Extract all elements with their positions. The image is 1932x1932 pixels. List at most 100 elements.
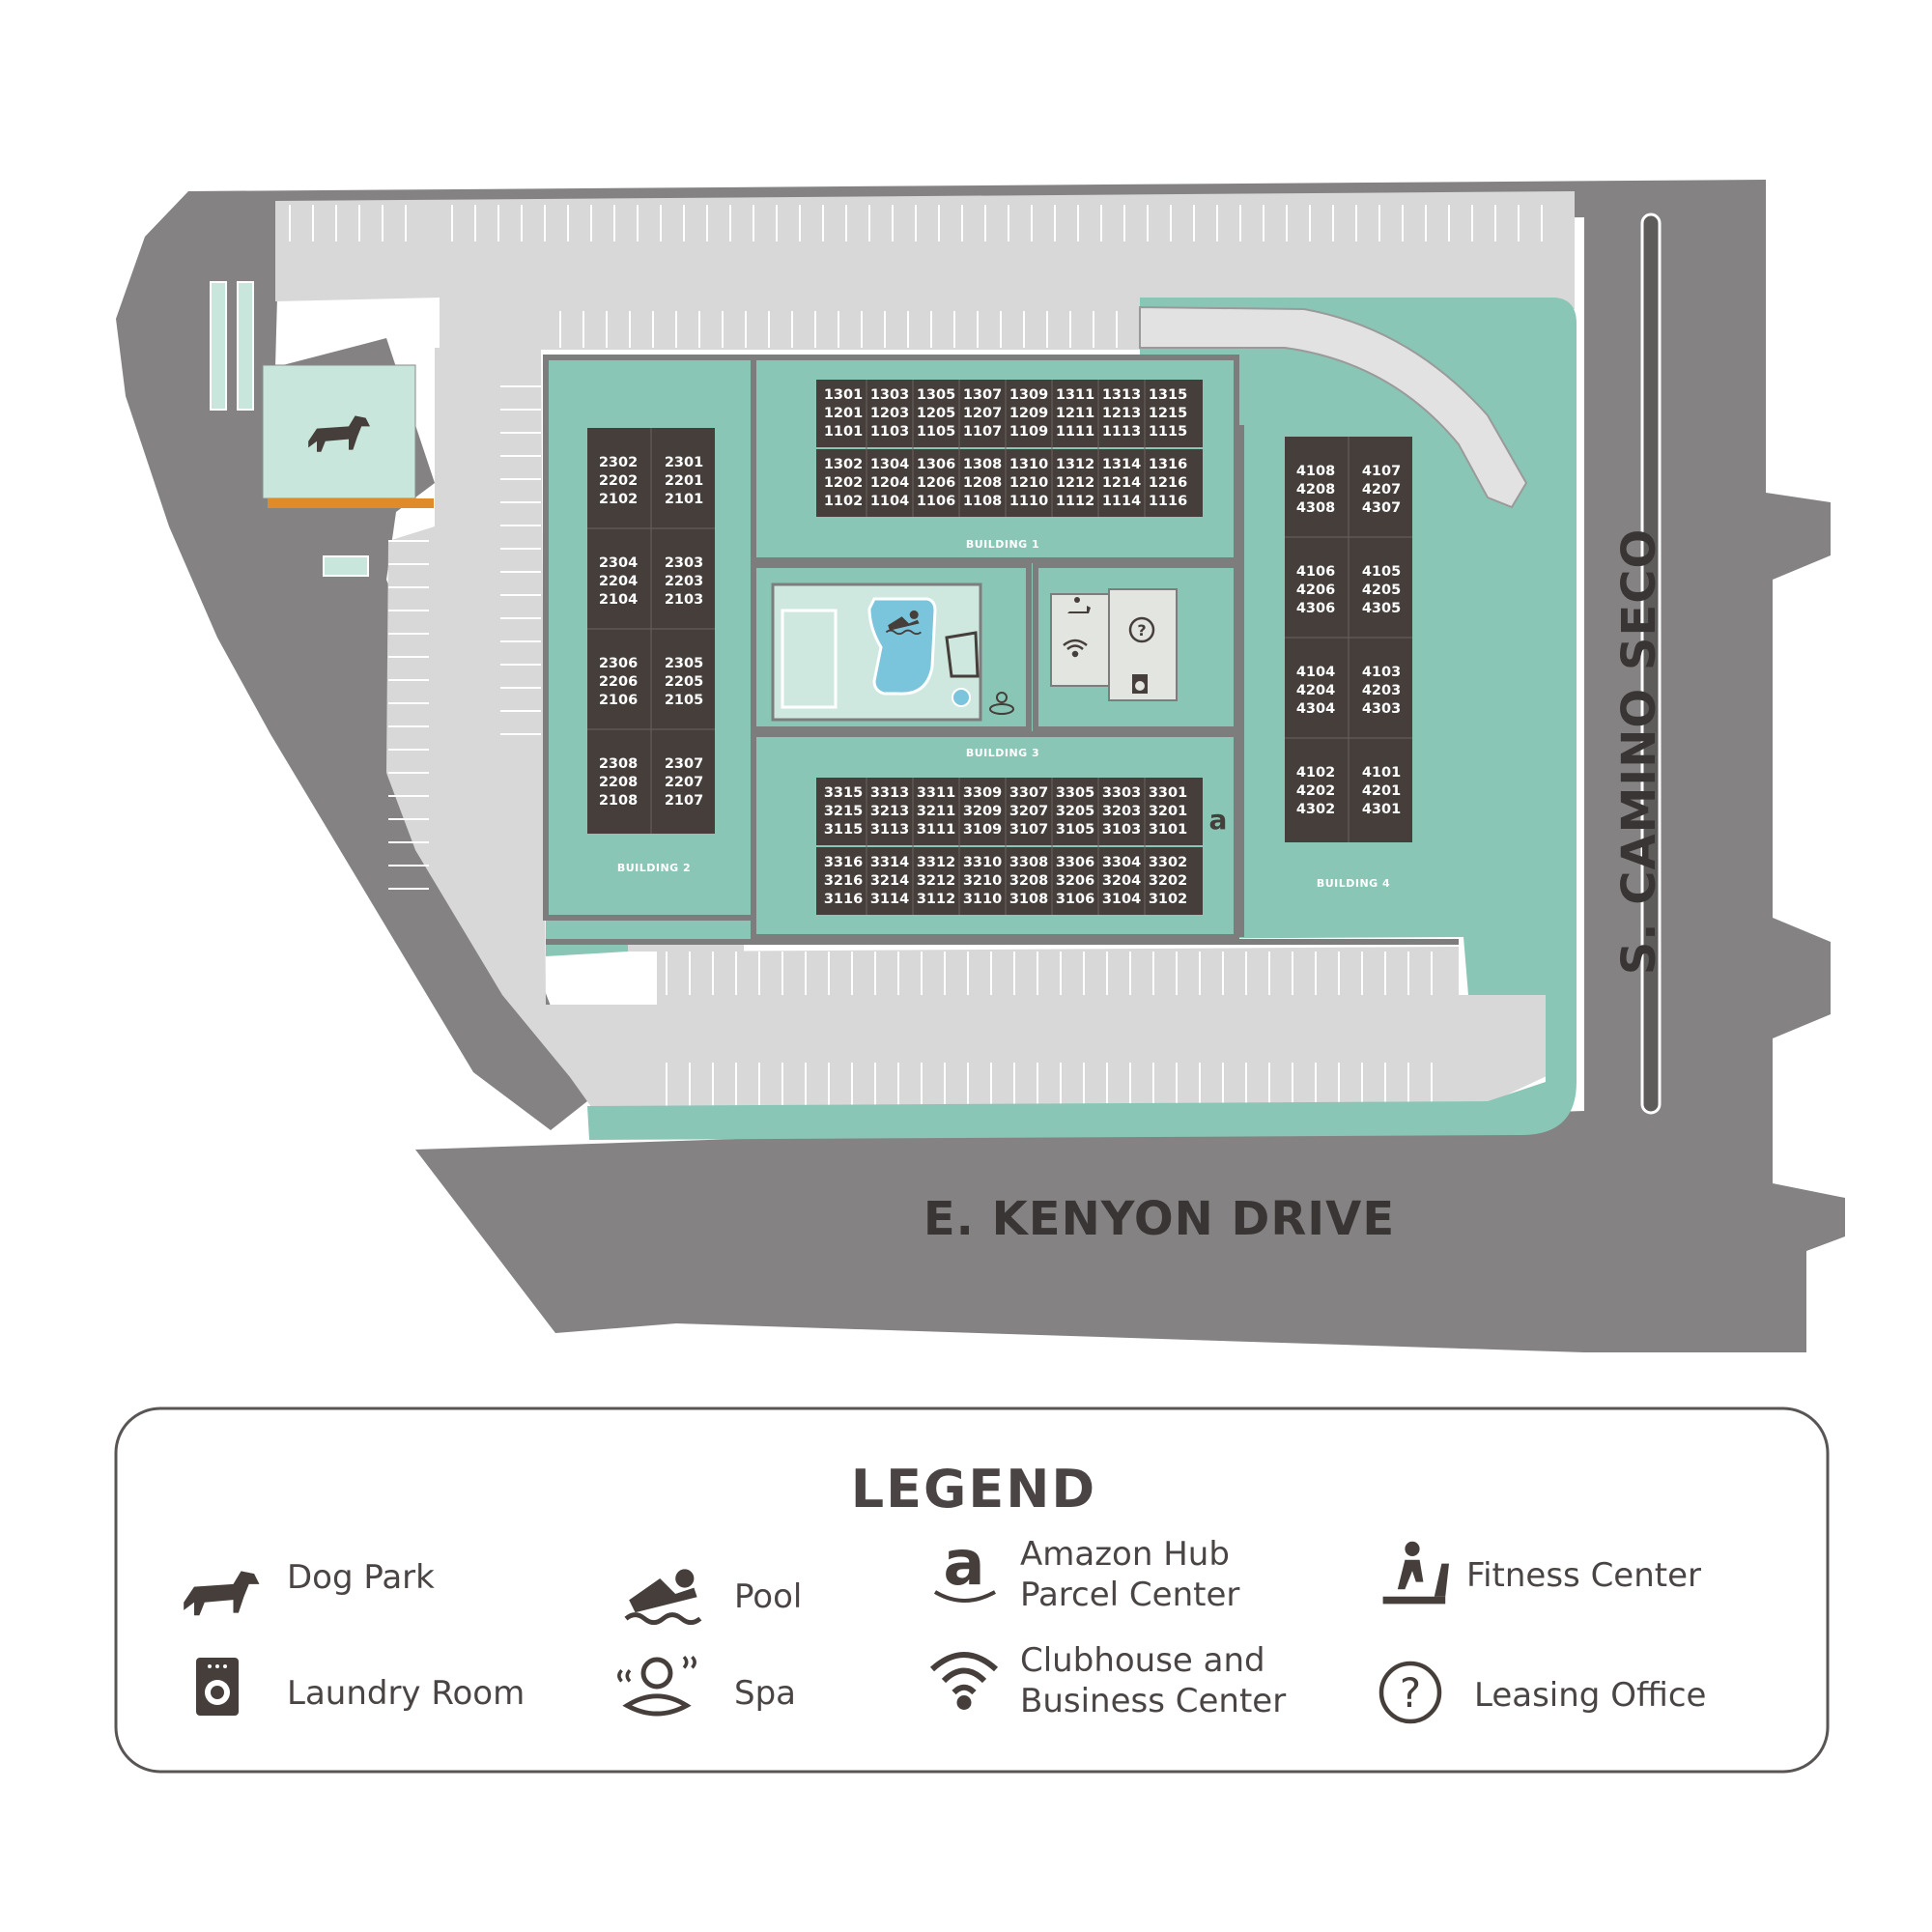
unit-label[interactable]: 4207 — [1362, 482, 1401, 497]
unit-label[interactable]: 1303 — [870, 387, 909, 403]
unit-label[interactable]: 3307 — [1009, 785, 1048, 801]
unit-label[interactable]: 4304 — [1296, 701, 1335, 717]
unit-label[interactable]: 3214 — [870, 873, 909, 889]
unit-label[interactable]: 1313 — [1102, 387, 1141, 403]
unit-label[interactable]: 3107 — [1009, 822, 1048, 838]
unit-label[interactable]: 3110 — [963, 892, 1002, 907]
unit-label[interactable]: 1209 — [1009, 406, 1048, 421]
unit-label[interactable]: 1304 — [870, 457, 909, 472]
unit-label[interactable]: 3108 — [1009, 892, 1048, 907]
unit-label[interactable]: 2102 — [599, 492, 638, 507]
unit-label[interactable]: 2205 — [665, 674, 703, 690]
unit-label[interactable]: 4108 — [1296, 464, 1335, 479]
unit-label[interactable]: 1305 — [917, 387, 955, 403]
unit-label[interactable]: 3308 — [1009, 855, 1048, 870]
unit-label[interactable]: 2305 — [665, 656, 703, 671]
unit-label[interactable]: 3111 — [917, 822, 955, 838]
unit-label[interactable]: 1311 — [1056, 387, 1094, 403]
unit-label[interactable]: 1108 — [963, 494, 1002, 509]
unit-label[interactable]: 3202 — [1149, 873, 1187, 889]
unit-label[interactable]: 1302 — [824, 457, 863, 472]
unit-label[interactable]: 3302 — [1149, 855, 1187, 870]
unit-label[interactable]: 4307 — [1362, 500, 1401, 516]
unit-label[interactable]: 2307 — [665, 756, 703, 772]
unit-label[interactable]: 3207 — [1009, 804, 1048, 819]
unit-label[interactable]: 1307 — [963, 387, 1002, 403]
unit-label[interactable]: 2104 — [599, 592, 638, 608]
unit-label[interactable]: 1316 — [1149, 457, 1187, 472]
unit-label[interactable]: 3106 — [1056, 892, 1094, 907]
unit-label[interactable]: 1203 — [870, 406, 909, 421]
unit-label[interactable]: 1309 — [1009, 387, 1048, 403]
unit-label[interactable]: 2107 — [665, 793, 703, 809]
unit-label[interactable]: 4303 — [1362, 701, 1401, 717]
unit-label[interactable]: 1105 — [917, 424, 955, 440]
unit-label[interactable]: 3315 — [824, 785, 863, 801]
unit-label[interactable]: 3305 — [1056, 785, 1094, 801]
unit-label[interactable]: 3204 — [1102, 873, 1141, 889]
unit-label[interactable]: 1102 — [824, 494, 863, 509]
unit-label[interactable]: 3215 — [824, 804, 863, 819]
unit-label[interactable]: 1111 — [1056, 424, 1094, 440]
unit-label[interactable]: 4204 — [1296, 683, 1335, 698]
unit-label[interactable]: 4208 — [1296, 482, 1335, 497]
unit-label[interactable]: 3112 — [917, 892, 955, 907]
unit-label[interactable]: 2304 — [599, 555, 638, 571]
unit-label[interactable]: 1109 — [1009, 424, 1048, 440]
unit-label[interactable]: 3211 — [917, 804, 955, 819]
unit-label[interactable]: 3213 — [870, 804, 909, 819]
unit-label[interactable]: 4202 — [1296, 783, 1335, 799]
unit-label[interactable]: 1114 — [1102, 494, 1141, 509]
unit-label[interactable]: 1212 — [1056, 475, 1094, 491]
unit-label[interactable]: 3115 — [824, 822, 863, 838]
unit-label[interactable]: 3209 — [963, 804, 1002, 819]
unit-label[interactable]: 1215 — [1149, 406, 1187, 421]
unit-label[interactable]: 4106 — [1296, 564, 1335, 580]
unit-label[interactable]: 1101 — [824, 424, 863, 440]
unit-label[interactable]: 4201 — [1362, 783, 1401, 799]
unit-label[interactable]: 2203 — [665, 574, 703, 589]
unit-label[interactable]: 3212 — [917, 873, 955, 889]
unit-label[interactable]: 4105 — [1362, 564, 1401, 580]
unit-label[interactable]: 2202 — [599, 473, 638, 489]
unit-label[interactable]: 4203 — [1362, 683, 1401, 698]
unit-label[interactable]: 4302 — [1296, 802, 1335, 817]
unit-label[interactable]: 3114 — [870, 892, 909, 907]
unit-label[interactable]: 3116 — [824, 892, 863, 907]
unit-label[interactable]: 4305 — [1362, 601, 1401, 616]
unit-label[interactable]: 2201 — [665, 473, 703, 489]
unit-label[interactable]: 1207 — [963, 406, 1002, 421]
unit-label[interactable]: 1210 — [1009, 475, 1048, 491]
unit-label[interactable]: 3201 — [1149, 804, 1187, 819]
unit-label[interactable]: 1306 — [917, 457, 955, 472]
unit-label[interactable]: 4101 — [1362, 765, 1401, 781]
unit-label[interactable]: 2204 — [599, 574, 638, 589]
unit-label[interactable]: 4107 — [1362, 464, 1401, 479]
unit-label[interactable]: 3314 — [870, 855, 909, 870]
unit-label[interactable]: 1113 — [1102, 424, 1141, 440]
unit-label[interactable]: 1216 — [1149, 475, 1187, 491]
unit-label[interactable]: 3208 — [1009, 873, 1048, 889]
unit-label[interactable]: 2108 — [599, 793, 638, 809]
unit-label[interactable]: 3306 — [1056, 855, 1094, 870]
unit-label[interactable]: 1206 — [917, 475, 955, 491]
unit-label[interactable]: 4306 — [1296, 601, 1335, 616]
unit-label[interactable]: 1116 — [1149, 494, 1187, 509]
unit-label[interactable]: 3103 — [1102, 822, 1141, 838]
unit-label[interactable]: 3109 — [963, 822, 1002, 838]
unit-label[interactable]: 3311 — [917, 785, 955, 801]
unit-label[interactable]: 3113 — [870, 822, 909, 838]
unit-label[interactable]: 3104 — [1102, 892, 1141, 907]
unit-label[interactable]: 3301 — [1149, 785, 1187, 801]
unit-label[interactable]: 1214 — [1102, 475, 1141, 491]
unit-label[interactable]: 3309 — [963, 785, 1002, 801]
unit-label[interactable]: 4206 — [1296, 582, 1335, 598]
unit-label[interactable]: 3101 — [1149, 822, 1187, 838]
unit-label[interactable]: 1208 — [963, 475, 1002, 491]
unit-label[interactable]: 1205 — [917, 406, 955, 421]
unit-label[interactable]: 4104 — [1296, 665, 1335, 680]
unit-label[interactable]: 1312 — [1056, 457, 1094, 472]
unit-label[interactable]: 3205 — [1056, 804, 1094, 819]
unit-label[interactable]: 1204 — [870, 475, 909, 491]
unit-label[interactable]: 2308 — [599, 756, 638, 772]
